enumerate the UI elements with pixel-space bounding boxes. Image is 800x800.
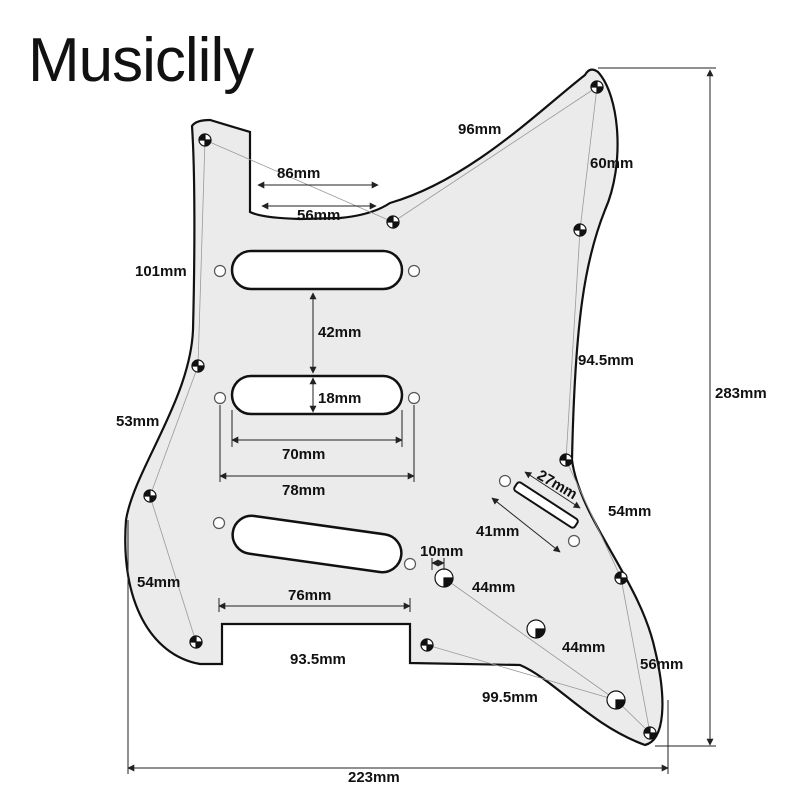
label-99-5mm: 99.5mm bbox=[482, 689, 538, 706]
label-54mm-left: 54mm bbox=[137, 574, 180, 591]
label-223mm: 223mm bbox=[348, 769, 400, 786]
label-76mm: 76mm bbox=[288, 587, 331, 604]
screw-hole bbox=[143, 489, 157, 503]
label-44mm-a: 44mm bbox=[472, 579, 515, 596]
label-10mm: 10mm bbox=[420, 543, 463, 560]
screw-holes bbox=[143, 80, 657, 740]
label-96mm: 96mm bbox=[458, 121, 501, 138]
knob-hole bbox=[526, 619, 546, 639]
screw-hole bbox=[643, 726, 657, 740]
screw-hole bbox=[559, 453, 573, 467]
dimension-lines bbox=[127, 67, 716, 774]
label-42mm: 42mm bbox=[318, 324, 361, 341]
screw-hole bbox=[198, 133, 212, 147]
screw-hole bbox=[420, 638, 434, 652]
label-54mm-right: 54mm bbox=[608, 503, 651, 520]
knob-holes bbox=[434, 568, 626, 710]
screw-hole bbox=[590, 80, 604, 94]
label-18mm: 18mm bbox=[318, 390, 361, 407]
screw-hole bbox=[189, 635, 203, 649]
brand-title: Musiclily bbox=[28, 26, 254, 95]
knob-hole bbox=[434, 568, 454, 588]
bridge-pickup-slot bbox=[231, 514, 403, 574]
label-56mm-right: 56mm bbox=[640, 656, 683, 673]
middle-pickup-slot bbox=[230, 374, 404, 416]
label-86mm: 86mm bbox=[277, 165, 320, 182]
screw-hole bbox=[386, 215, 400, 229]
label-41mm: 41mm bbox=[476, 523, 519, 540]
label-53mm: 53mm bbox=[116, 413, 159, 430]
screw-hole bbox=[191, 359, 205, 373]
label-44mm-b: 44mm bbox=[562, 639, 605, 656]
label-283mm: 283mm bbox=[715, 385, 767, 402]
neck-pickup-slot bbox=[230, 249, 404, 291]
screw-hole bbox=[614, 571, 628, 585]
label-56mm-top: 56mm bbox=[297, 207, 340, 224]
screw-guide-lines bbox=[149, 86, 651, 734]
label-101mm: 101mm bbox=[135, 263, 187, 280]
label-93-5mm: 93.5mm bbox=[290, 651, 346, 668]
label-94-5mm: 94.5mm bbox=[578, 352, 634, 369]
label-60mm: 60mm bbox=[590, 155, 633, 172]
knob-hole bbox=[606, 690, 626, 710]
pickup-mounting-holes bbox=[212, 264, 581, 571]
screw-hole bbox=[573, 223, 587, 237]
label-70mm: 70mm bbox=[282, 446, 325, 463]
label-78mm: 78mm bbox=[282, 482, 325, 499]
